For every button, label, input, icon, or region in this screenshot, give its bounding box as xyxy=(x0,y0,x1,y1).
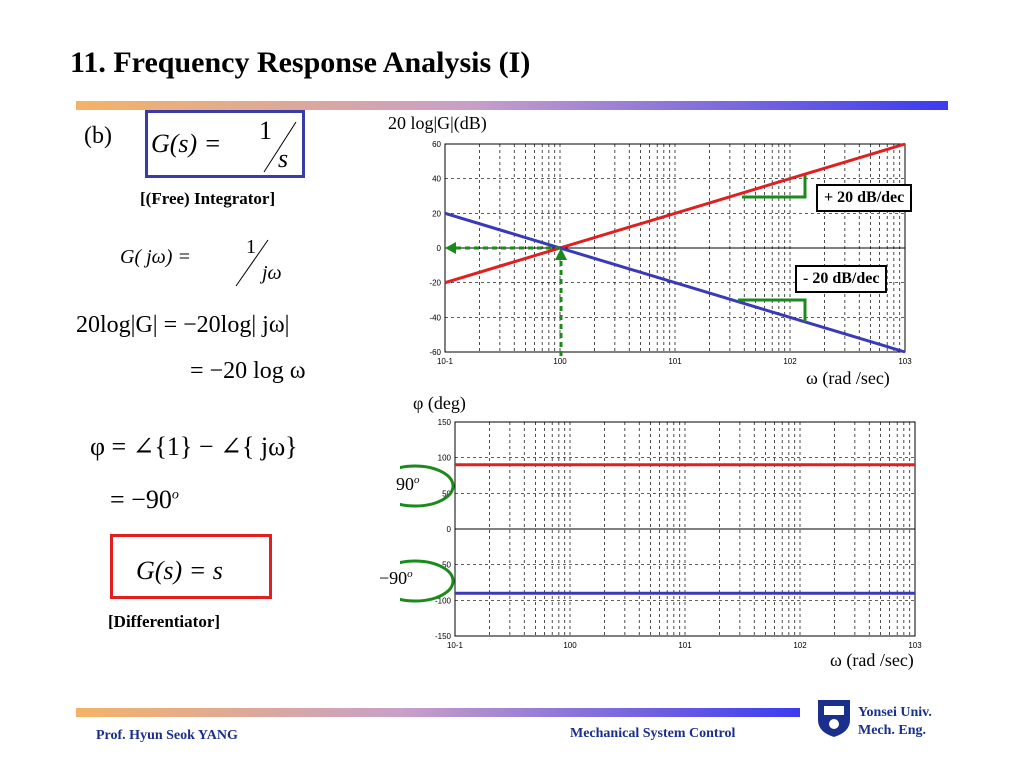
x-tick-label: 10-1 xyxy=(447,641,464,650)
university-shield-logo xyxy=(818,700,850,737)
y-tick-label: 20 xyxy=(432,209,441,218)
phase-x-axis-label: ω (rad /sec) xyxy=(830,650,914,670)
phase-equation-1: φ = ∠{1} − ∠{ jω} xyxy=(90,432,298,461)
freq-tf-num: 1 xyxy=(246,236,256,258)
x-tick-label: 100 xyxy=(563,641,577,650)
differentiator-caption: [Differentiator] xyxy=(108,612,221,631)
x-tick-label: 101 xyxy=(678,641,692,650)
zero-db-arrowhead xyxy=(445,242,456,254)
x-tick-label: 10-1 xyxy=(437,357,454,366)
negative-phase-value: −90 xyxy=(379,568,408,588)
footer-gradient-bar xyxy=(76,708,800,717)
integrator-box xyxy=(145,110,305,178)
magnitude-equation-2: = −20 log ω xyxy=(190,358,306,384)
magnitude-equation-1: 20log|G| = −20log| jω| xyxy=(76,312,290,338)
negative-slope-marker xyxy=(738,298,807,322)
y-tick-label: -150 xyxy=(435,632,452,641)
phase-equation-2: = −90o xyxy=(110,485,179,515)
y-tick-label: -40 xyxy=(429,313,441,322)
unit-frequency-arrowhead xyxy=(555,248,567,260)
phase-grid xyxy=(454,421,916,637)
footer-author: Prof. Hyun Seok YANG xyxy=(96,728,238,743)
negative-phase-circle xyxy=(400,559,455,603)
y-tick-label: 0 xyxy=(437,244,442,253)
y-tick-label: 150 xyxy=(438,418,452,427)
freq-tf-lhs: G( jω) = xyxy=(120,246,191,268)
y-tick-label: 40 xyxy=(432,175,441,184)
positive-slope-label: + 20 dB/dec xyxy=(816,184,913,212)
page-title: 11. Frequency Response Analysis (I) xyxy=(70,46,531,79)
series-line xyxy=(444,142,906,285)
negative-slope-label: - 20 dB/dec xyxy=(795,265,888,293)
y-tick-label: 100 xyxy=(438,454,452,463)
phase-equation-2-value: = −90 xyxy=(110,485,172,514)
negative-phase-label: −90o xyxy=(379,568,413,589)
title-gradient-bar xyxy=(76,101,948,110)
positive-phase-degree: o xyxy=(414,474,420,486)
freq-tf-fraction-slash xyxy=(235,239,269,287)
y-tick-label: 60 xyxy=(432,140,441,149)
x-tick-label: 102 xyxy=(783,357,797,366)
x-tick-label: 102 xyxy=(793,641,807,650)
integrator-num: 1 xyxy=(259,116,272,145)
series-line xyxy=(444,211,906,354)
differentiator-box xyxy=(110,534,272,599)
magnitude-lines xyxy=(444,142,906,354)
positive-phase-circle xyxy=(400,464,455,508)
x-tick-label: 103 xyxy=(898,357,912,366)
y-tick-label: -60 xyxy=(429,348,441,357)
y-tick-label: -20 xyxy=(429,279,441,288)
phase-lines xyxy=(455,463,915,595)
y-tick-label: -100 xyxy=(435,596,452,605)
magnitude-axis-label: 20 log|G|(dB) xyxy=(388,113,487,133)
negative-phase-degree: o xyxy=(407,568,413,580)
footer-dept-name: Mech. Eng. xyxy=(858,723,927,738)
x-tick-label: 103 xyxy=(908,641,922,650)
magnitude-x-axis-label: ω (rad /sec) xyxy=(806,368,890,388)
part-label: (b) xyxy=(84,123,112,149)
positive-phase-value: 90 xyxy=(396,474,414,494)
positive-slope-marker xyxy=(742,175,807,199)
freq-tf-den: jω xyxy=(262,262,282,284)
x-tick-label: 101 xyxy=(668,357,682,366)
footer-univ-name: Yonsei Univ. xyxy=(858,705,932,720)
x-tick-label: 100 xyxy=(553,357,567,366)
y-tick-label: 50 xyxy=(442,489,451,498)
differentiator-tf: G(s) = s xyxy=(136,556,223,585)
positive-phase-label: 90o xyxy=(396,474,420,495)
phase-equation-2-degree: o xyxy=(171,487,179,503)
y-tick-label: -50 xyxy=(439,561,451,570)
integrator-fraction-slash xyxy=(263,121,297,173)
phase-axis-label: φ (deg) xyxy=(413,393,466,413)
footer-university: Yonsei Univ. Mech. Eng. xyxy=(858,704,932,740)
footer-course: Mechanical System Control xyxy=(570,726,736,741)
integrator-lhs: G(s) = xyxy=(151,129,222,158)
integrator-den: s xyxy=(278,144,289,173)
integrator-caption: [(Free) Integrator] xyxy=(140,189,276,208)
y-tick-label: 0 xyxy=(447,525,452,534)
